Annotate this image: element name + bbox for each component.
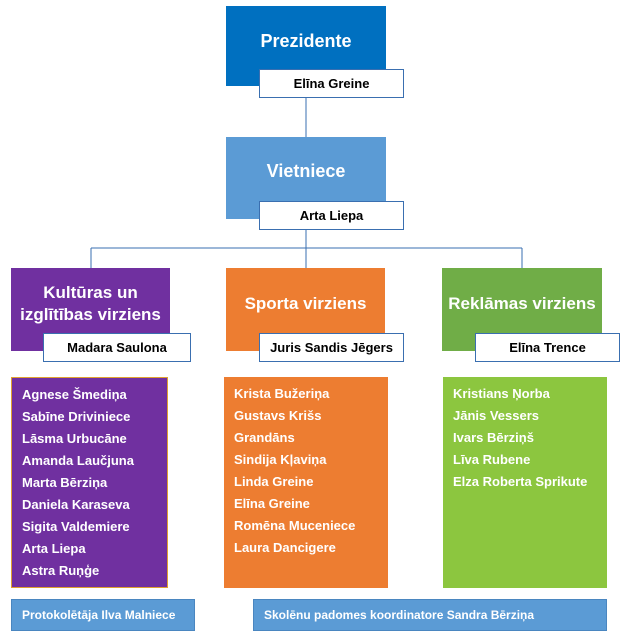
list-item: Astra Ruņģe bbox=[22, 563, 100, 578]
advertising-leader-box: Elīna Trence bbox=[475, 333, 620, 362]
list-item: Krista Bužeriņa bbox=[234, 386, 330, 401]
list-item: Elza Roberta Sprikute bbox=[453, 474, 588, 489]
list-item: Elīna Greine bbox=[234, 496, 310, 511]
list-item: Daniela Karaseva bbox=[22, 497, 130, 512]
sport-leader: Juris Sandis Jēgers bbox=[270, 340, 393, 355]
list-item: Arta Liepa bbox=[22, 541, 86, 556]
list-item: Laura Dancigere bbox=[234, 540, 336, 555]
culture-education-leader-box: Madara Saulona bbox=[43, 333, 191, 362]
list-item: Agnese Šmediņa bbox=[22, 387, 127, 402]
vice-name-box: Arta Liepa bbox=[259, 201, 404, 230]
sport-member-list: Krista Bužeriņa Gustavs Krišs Grandāns S… bbox=[234, 385, 388, 561]
sport-members: Krista Bužeriņa Gustavs Krišs Grandāns S… bbox=[224, 377, 388, 588]
list-item: Līva Rubene bbox=[453, 452, 531, 467]
advertising-leader: Elīna Trence bbox=[509, 340, 586, 355]
culture-education-title-line2: izglītības virziens bbox=[20, 305, 161, 324]
list-item: Ivars Bērziņš bbox=[453, 430, 534, 445]
president-name: Elīna Greine bbox=[293, 76, 370, 91]
list-item: Sindija Kļaviņa bbox=[234, 452, 327, 467]
list-item: Gustavs Krišs bbox=[234, 408, 322, 423]
vice-name: Arta Liepa bbox=[299, 208, 364, 223]
culture-education-member-list: Agnese Šmediņa Sabīne Driviniece Lāsma U… bbox=[22, 386, 167, 584]
culture-education-members: Agnese Šmediņa Sabīne Driviniece Lāsma U… bbox=[11, 377, 168, 588]
president-title: Prezidente bbox=[260, 31, 352, 51]
list-item: Grandāns bbox=[234, 430, 295, 445]
protocol-keeper-box: Protokolētāja Ilva Malniece bbox=[11, 599, 195, 631]
list-item: Kristians Ņorba bbox=[453, 386, 550, 401]
advertising-department-box: Reklāmas virziens bbox=[442, 268, 602, 351]
advertising-member-list: Kristians Ņorba Jānis Vessers Ivars Bērz… bbox=[453, 385, 607, 495]
coordinator: Skolēnu padomes koordinatore Sandra Bērz… bbox=[264, 608, 535, 622]
list-item: Lāsma Urbucāne bbox=[22, 431, 127, 446]
sport-title: Sporta virziens bbox=[244, 294, 367, 313]
vice-title: Vietniece bbox=[266, 161, 346, 181]
sport-leader-box: Juris Sandis Jēgers bbox=[259, 333, 404, 362]
culture-education-leader: Madara Saulona bbox=[67, 340, 167, 355]
protocol-keeper: Protokolētāja Ilva Malniece bbox=[22, 608, 176, 622]
list-item: Amanda Laučjuna bbox=[22, 453, 134, 468]
advertising-title: Reklāmas virziens bbox=[448, 294, 596, 313]
president-name-box: Elīna Greine bbox=[259, 69, 404, 98]
advertising-members: Kristians Ņorba Jānis Vessers Ivars Bērz… bbox=[443, 377, 607, 588]
list-item: Sabīne Driviniece bbox=[22, 409, 131, 424]
coordinator-box: Skolēnu padomes koordinatore Sandra Bērz… bbox=[253, 599, 607, 631]
list-item: Linda Greine bbox=[234, 474, 314, 489]
list-item: Marta Bērziņa bbox=[22, 475, 108, 490]
list-item: Jānis Vessers bbox=[453, 408, 540, 423]
list-item: Sigita Valdemiere bbox=[22, 519, 130, 534]
list-item: Romēna Muceniece bbox=[234, 518, 356, 533]
culture-education-title-line1: Kultūras un bbox=[43, 283, 138, 302]
